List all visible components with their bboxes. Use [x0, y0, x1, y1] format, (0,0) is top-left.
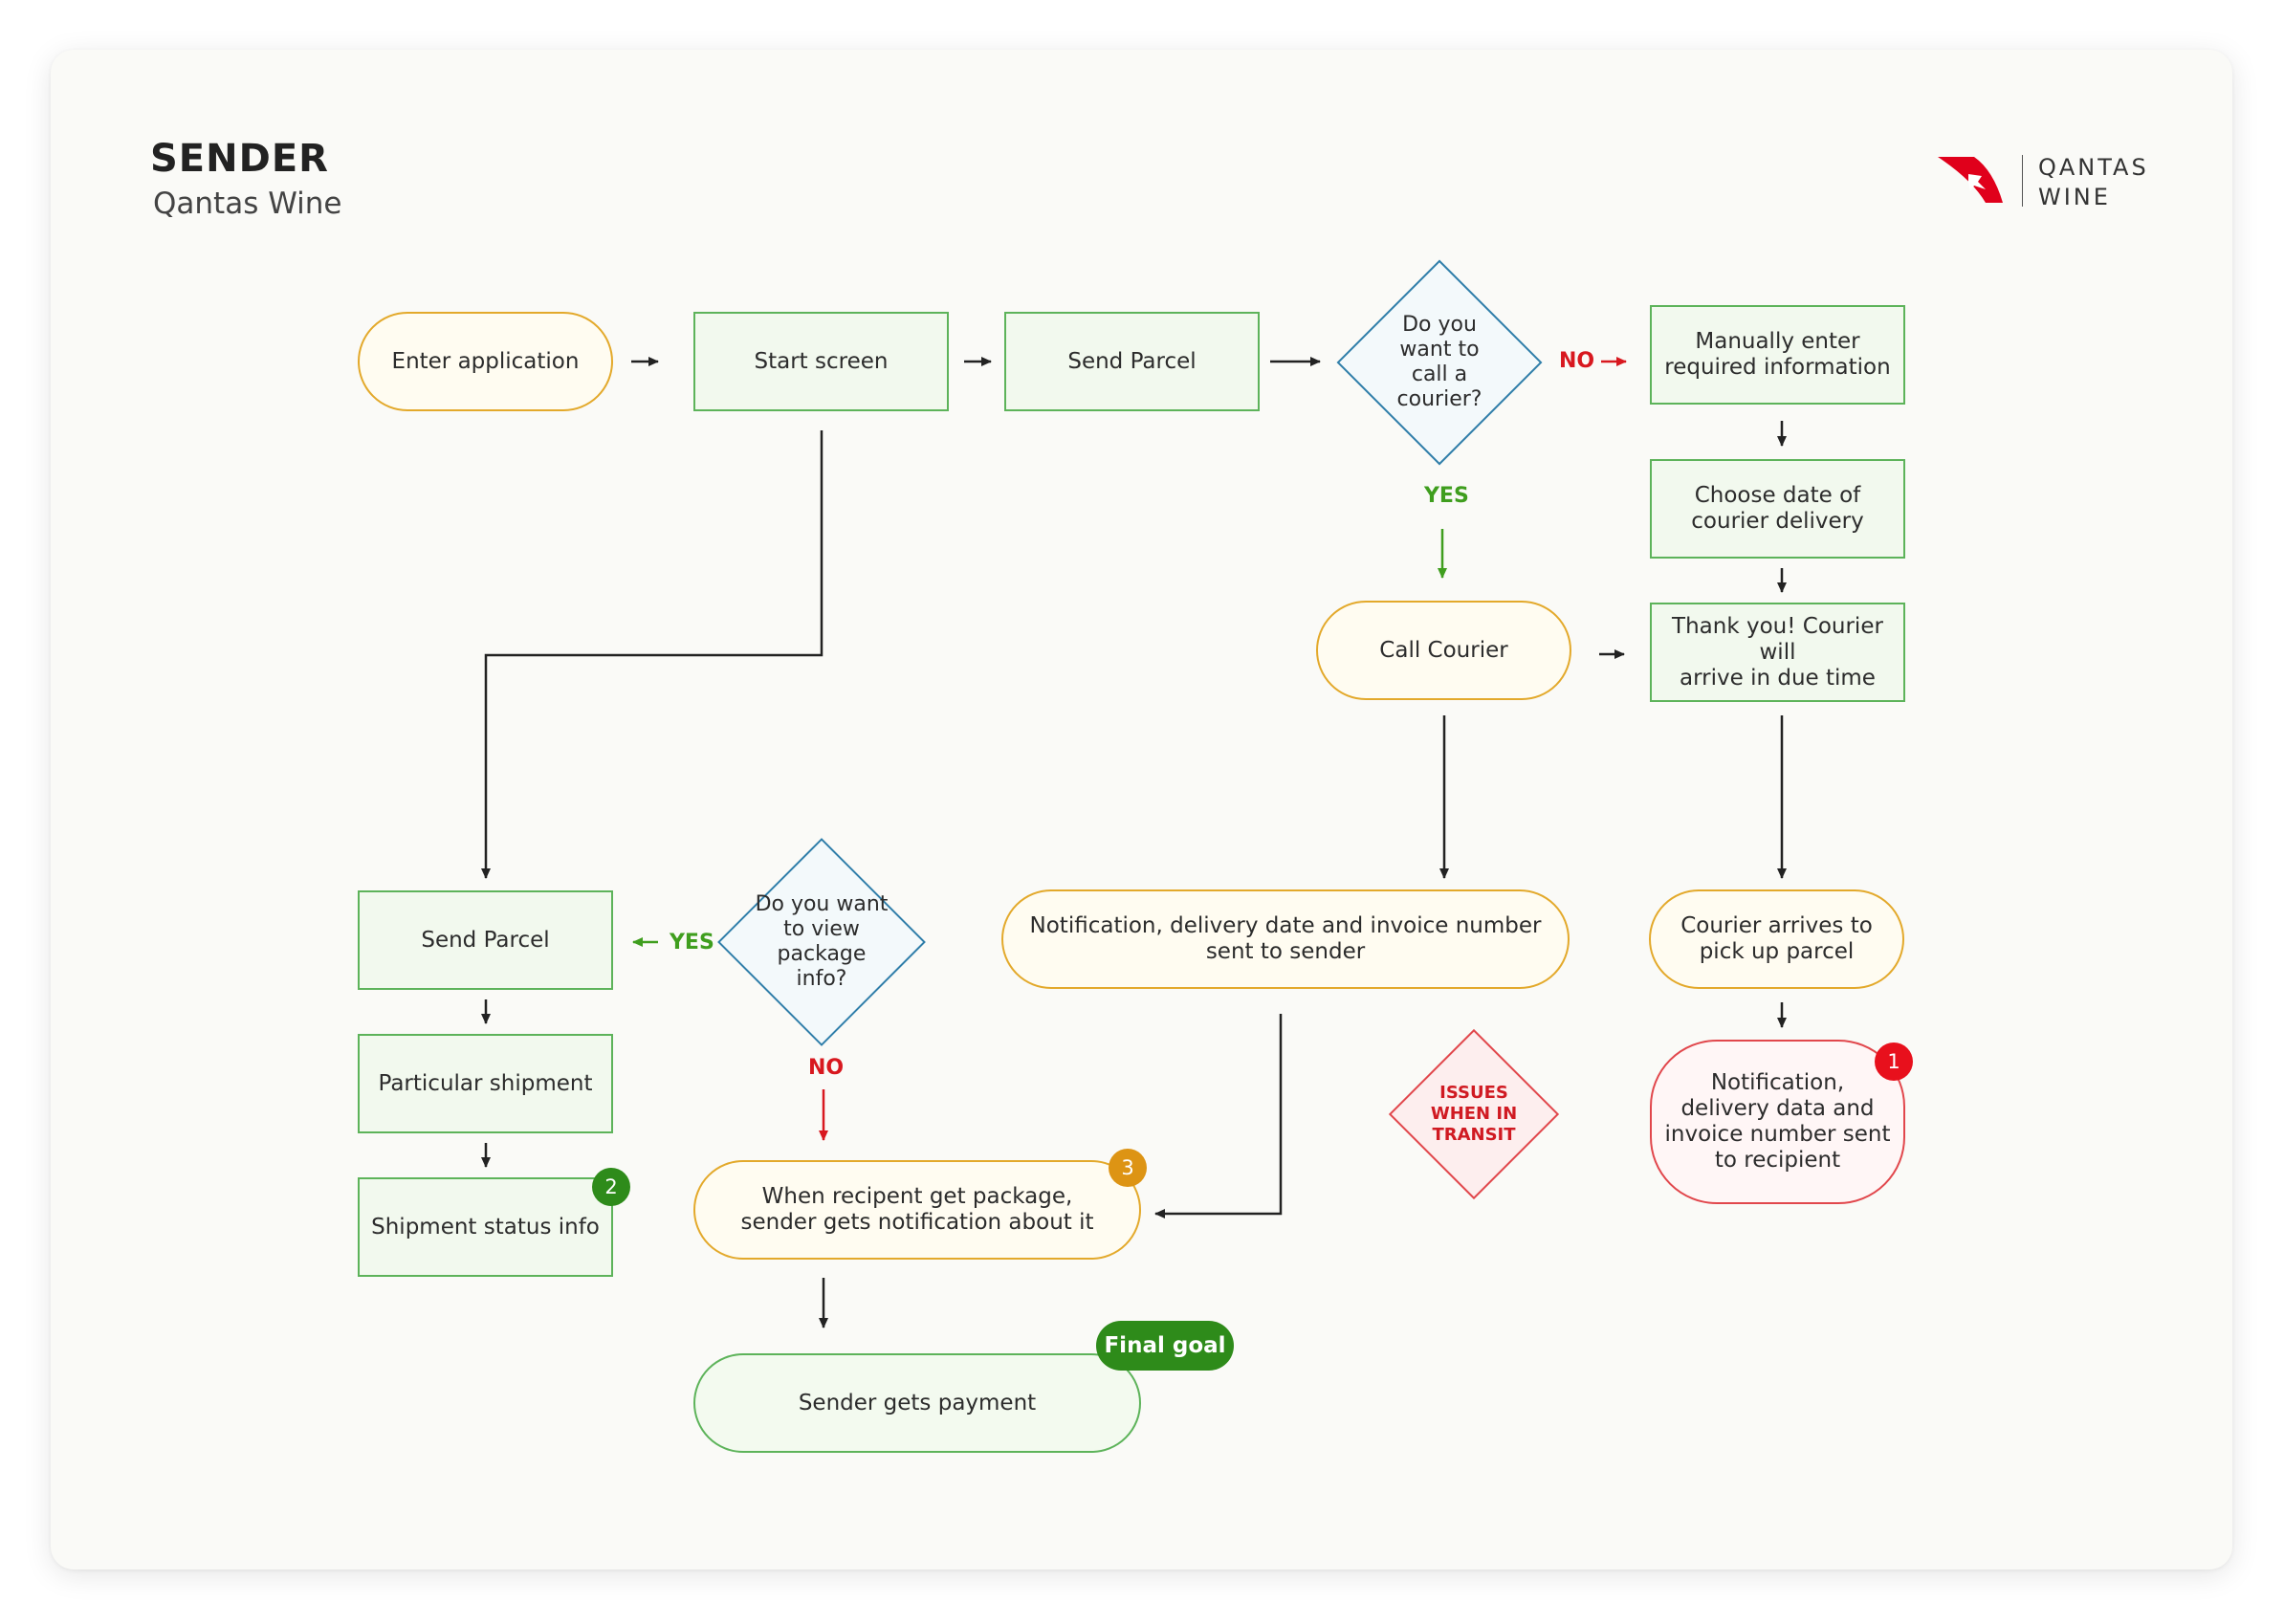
- arrow-notification-to-recipient-pkg: [1154, 1014, 1283, 1218]
- node-call-courier: Call Courier: [1316, 601, 1571, 700]
- arrow-start-to-send-left: [481, 430, 824, 879]
- node-send-parcel-left: Send Parcel: [358, 890, 613, 990]
- badge-2: 2: [592, 1168, 630, 1206]
- badge-1: 1: [1875, 1042, 1913, 1081]
- decision-view-package: Do you want to view package info?: [716, 837, 927, 1047]
- page-subtitle: Qantas Wine: [153, 187, 342, 221]
- node-manually-enter: Manually enter required information: [1650, 305, 1905, 405]
- label-no-top: NO: [1559, 349, 1595, 373]
- issues-in-transit: ISSUES WHEN IN TRANSIT: [1388, 1028, 1560, 1200]
- issues-in-transit-label: ISSUES WHEN IN TRANSIT: [1430, 1083, 1518, 1145]
- final-goal-badge: Final goal: [1096, 1321, 1234, 1371]
- qantas-logo-icon: [1938, 157, 2003, 203]
- logo-text: QANTAS WINE: [2038, 153, 2149, 212]
- node-thank-you: Thank you! Courier will arrive in due ti…: [1650, 603, 1905, 702]
- label-no-left: NO: [808, 1056, 845, 1080]
- label-yes-left: YES: [670, 931, 714, 955]
- node-notification-sender: Notification, delivery date and invoice …: [1001, 889, 1570, 989]
- decision-call-courier: Do you want to call a courier?: [1336, 259, 1543, 466]
- decision-view-package-label: Do you want to view package info?: [755, 892, 889, 991]
- logo-line-2: WINE: [2038, 184, 2111, 210]
- node-send-parcel-top: Send Parcel: [1004, 312, 1260, 411]
- node-sender-gets-payment: Sender gets payment: [693, 1353, 1141, 1453]
- node-recipient-gets-package: When recipent get package, sender gets n…: [693, 1160, 1141, 1260]
- diagram-card: [51, 50, 2232, 1569]
- logo-line-1: QANTAS: [2038, 154, 2149, 181]
- page-title: SENDER: [150, 137, 329, 181]
- decision-call-courier-label: Do you want to call a courier?: [1396, 313, 1482, 411]
- node-enter-application: Enter application: [358, 312, 613, 411]
- node-shipment-status: Shipment status info: [358, 1177, 613, 1277]
- label-yes-top: YES: [1424, 484, 1469, 508]
- logo-divider: [2022, 155, 2023, 207]
- node-choose-date: Choose date of courier delivery: [1650, 459, 1905, 559]
- node-notification-recipient: Notification, delivery data and invoice …: [1650, 1040, 1905, 1204]
- badge-3: 3: [1109, 1149, 1147, 1187]
- node-particular-shipment: Particular shipment: [358, 1034, 613, 1133]
- node-courier-arrives: Courier arrives to pick up parcel: [1649, 889, 1904, 989]
- node-start-screen: Start screen: [693, 312, 949, 411]
